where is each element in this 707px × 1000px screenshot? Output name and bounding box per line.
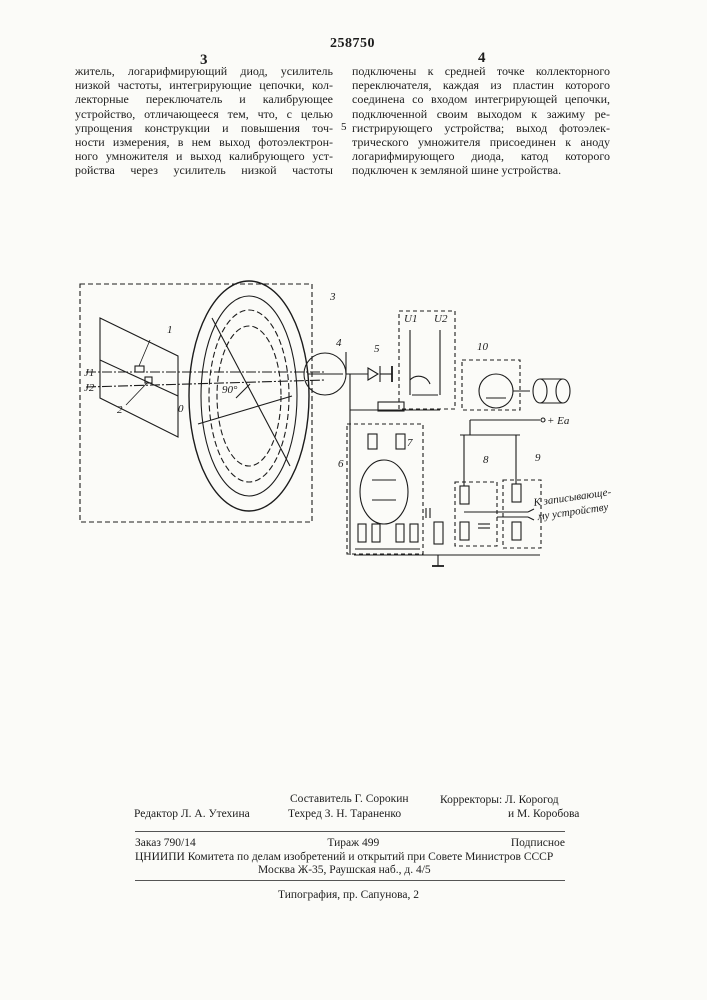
label-9: 9: [535, 452, 541, 464]
text-line: соединена со входом интегрирующей цепочк…: [352, 92, 610, 106]
footer-compiler: Составитель Г. Сорокин: [290, 792, 409, 806]
resistor: [460, 486, 469, 504]
output-cylinder-end: [533, 379, 547, 403]
footer-circulation: Тираж 499: [327, 836, 379, 850]
resistor: [512, 522, 521, 540]
footer-order-row: Заказ 790/14 Тираж 499 Подписное: [135, 836, 565, 850]
text-line: подключенной своим выходом к зажиму ре-: [352, 107, 610, 121]
dashed-supply-box: [399, 311, 455, 409]
text-line: подключен к земляной шине устройства.: [352, 163, 610, 177]
text-line: устройство, отличающееся тем, что, с цел…: [75, 107, 333, 121]
resistor: [410, 524, 418, 542]
photomultiplier: [479, 374, 513, 408]
text-line: трического умножителя присоединен к анод…: [352, 135, 610, 149]
footer-subscription: Подписное: [511, 836, 565, 850]
angle-mark: [236, 384, 250, 398]
text-line: гистрирующего устройства; выход фотоэлек…: [352, 121, 610, 135]
text-line: ного умножителя и выход калибрующего уст…: [75, 149, 333, 163]
diode-5: [368, 368, 378, 380]
divider: [135, 831, 565, 832]
resistor: [460, 522, 469, 540]
resistor: [358, 524, 366, 542]
label-7: 7: [407, 437, 413, 449]
label-angle: 90°: [222, 384, 238, 396]
label-u2: U2: [434, 313, 448, 325]
footer-editor: Редактор Л. А. Утехина: [134, 807, 250, 821]
footer-correctors-line: Корректоры: Л. Корогод: [440, 793, 600, 807]
patent-number: 258750: [330, 36, 375, 52]
label-6: 6: [338, 458, 344, 470]
dashed-box-9: [503, 480, 541, 548]
label-2: 2: [117, 404, 123, 416]
column-right-text: подключены к средней точке коллекторного…: [352, 64, 610, 178]
resistor: [434, 522, 443, 544]
circuit-schematic: 1 2 3 4 5 6 7 8 9 10 J1 J2 0 90° U1 U2 +…: [60, 270, 630, 590]
text-line: упрощения конструкции и повышения точ-: [75, 121, 333, 135]
sensor-element-1: [135, 366, 144, 372]
dashed-box-8: [455, 482, 497, 546]
leader-line: [139, 340, 150, 366]
dashed-enclosure-3: [80, 284, 312, 522]
divider: [135, 880, 565, 881]
vacuum-tube: [360, 460, 408, 524]
text-line: подключены к средней точке коллекторного: [352, 64, 610, 78]
switch-arc: [410, 376, 430, 384]
text-line: переключателя, каждая из пластин которог…: [352, 78, 610, 92]
footer-organization: ЦНИИПИ Комитета по делам изобретений и о…: [135, 850, 565, 864]
label-5: 5: [374, 343, 380, 355]
line-number-mark: 5: [341, 121, 347, 133]
label-o: 0: [178, 403, 184, 415]
resistor: [368, 434, 377, 449]
sector-line: [198, 396, 292, 424]
label-8: 8: [483, 454, 489, 466]
label-u1: U1: [404, 313, 417, 325]
leader-line: [126, 383, 147, 405]
label-4: 4: [336, 337, 342, 349]
footer-techred: Техред З. Н. Тараненко: [288, 807, 401, 821]
resistor: [372, 524, 380, 542]
dashed-box-10: [462, 360, 520, 410]
label-3: 3: [329, 291, 336, 303]
resistor: [396, 434, 405, 449]
footer-correctors: Корректоры: Л. Корогод и М. Коробова: [440, 793, 600, 821]
label-10: 10: [477, 341, 489, 353]
output-cylinder-end: [556, 379, 570, 403]
text-line: ности измерения, в нем выход фотоэлектро…: [75, 135, 333, 149]
label-j1: J1: [84, 367, 94, 379]
disk-dashed-track: [217, 326, 281, 466]
label-j2: J2: [84, 382, 95, 394]
label-ea: + Ea: [547, 415, 570, 427]
text-line: ройства через усилитель низкой частоты: [75, 163, 333, 177]
footer-address: Москва Ж-35, Раушская наб., д. 4/5: [258, 863, 431, 877]
footer-printing: Типография, пр. Сапунова, 2: [278, 888, 419, 902]
footer-correctors-line: и М. Коробова: [440, 807, 600, 821]
label-1: 1: [167, 324, 173, 336]
column-left-text: житель, логарифмирующий диод, усилитель …: [75, 64, 333, 178]
footer-order: Заказ 790/14: [135, 836, 196, 850]
output-arrows: [528, 509, 534, 520]
text-line: логарифмирующего диода, катод которого: [352, 149, 610, 163]
text-line: житель, логарифмирующий диод, усилитель: [75, 64, 333, 78]
resistor: [396, 524, 404, 542]
terminal: [541, 418, 545, 422]
resistor: [512, 484, 521, 502]
text-line: лекторные переключатель и калибрующее: [75, 92, 333, 106]
text-line: низкой частоты, интегрирующие цепочки, к…: [75, 78, 333, 92]
